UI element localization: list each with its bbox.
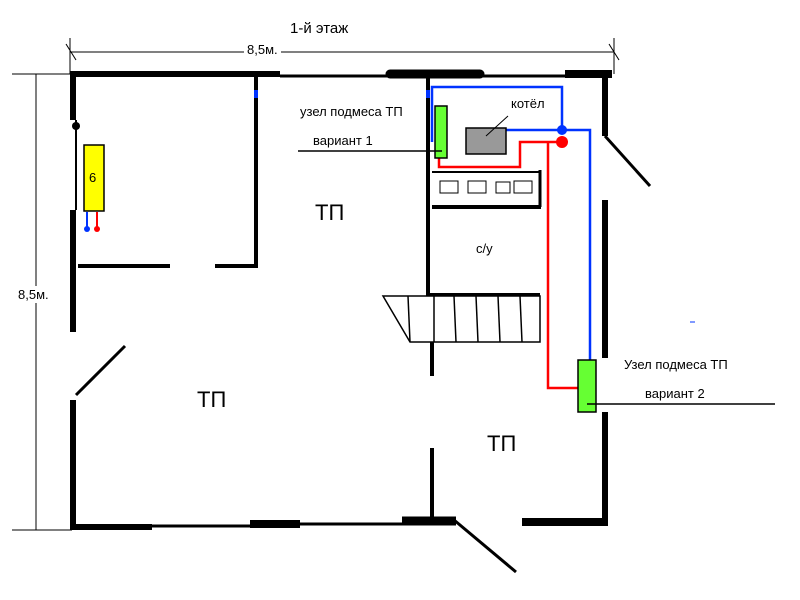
wall-junction-marker [72,122,80,130]
stair-step [453,295,457,343]
boiler-leader [485,115,509,137]
floor-title: 1-й этаж [290,20,349,37]
return-pipe-node-1 [430,85,564,142]
wall-markers [72,90,695,323]
mixing-unit-1 [434,105,448,159]
height-dimension-label: 8,5м. [18,286,49,303]
supply-pipes [437,140,578,390]
return-pipes [430,85,592,360]
mixing-node-2-label: Узел подмеса ТП [624,357,728,372]
boiler-label: котёл [511,96,545,111]
bathroom-label: с/у [476,241,493,256]
supply-connection-dot [556,136,568,148]
supply-pipe-node-2 [546,142,578,390]
fixture-3 [495,181,511,194]
staircase [381,295,541,343]
stair-step [519,295,523,343]
boiler-unit-mark: 6 [89,170,97,185]
pipe-dots [84,125,568,232]
boiler-icon [465,127,507,155]
stair-outline [381,295,541,343]
stair-step [407,295,411,343]
fixture-1 [439,180,459,194]
room-label-bottom-left: ТП [197,387,227,412]
door-right [603,134,652,188]
fixtures-row [439,180,533,194]
room-label-top-center: ТП [315,200,345,225]
mixing-unit-2 [577,359,597,413]
outer-walls [70,69,612,530]
mixing-node-1-label: узел подмеса ТП [300,104,403,119]
stair-step [475,295,479,343]
boiler-unit-6 [83,144,105,212]
variant-1-label: вариант 1 [313,133,373,148]
fixture-2 [467,180,487,194]
width-dimension-label: 8,5м. [244,42,281,57]
supply-pipe-node-1 [437,140,558,169]
return-connection-dot [557,125,567,135]
doors [74,134,652,574]
interior-walls [78,74,542,520]
fixture-4 [513,180,533,194]
boiler-unit-pipes [86,212,98,229]
variant-2-label: вариант 2 [645,386,705,401]
door-left [74,344,127,397]
room-label-bottom-right: ТП [487,431,517,456]
stair-step [497,295,501,343]
width-dimension-tick [65,43,77,61]
return-pipe-node-2 [505,128,592,360]
door-bottom [453,518,517,574]
